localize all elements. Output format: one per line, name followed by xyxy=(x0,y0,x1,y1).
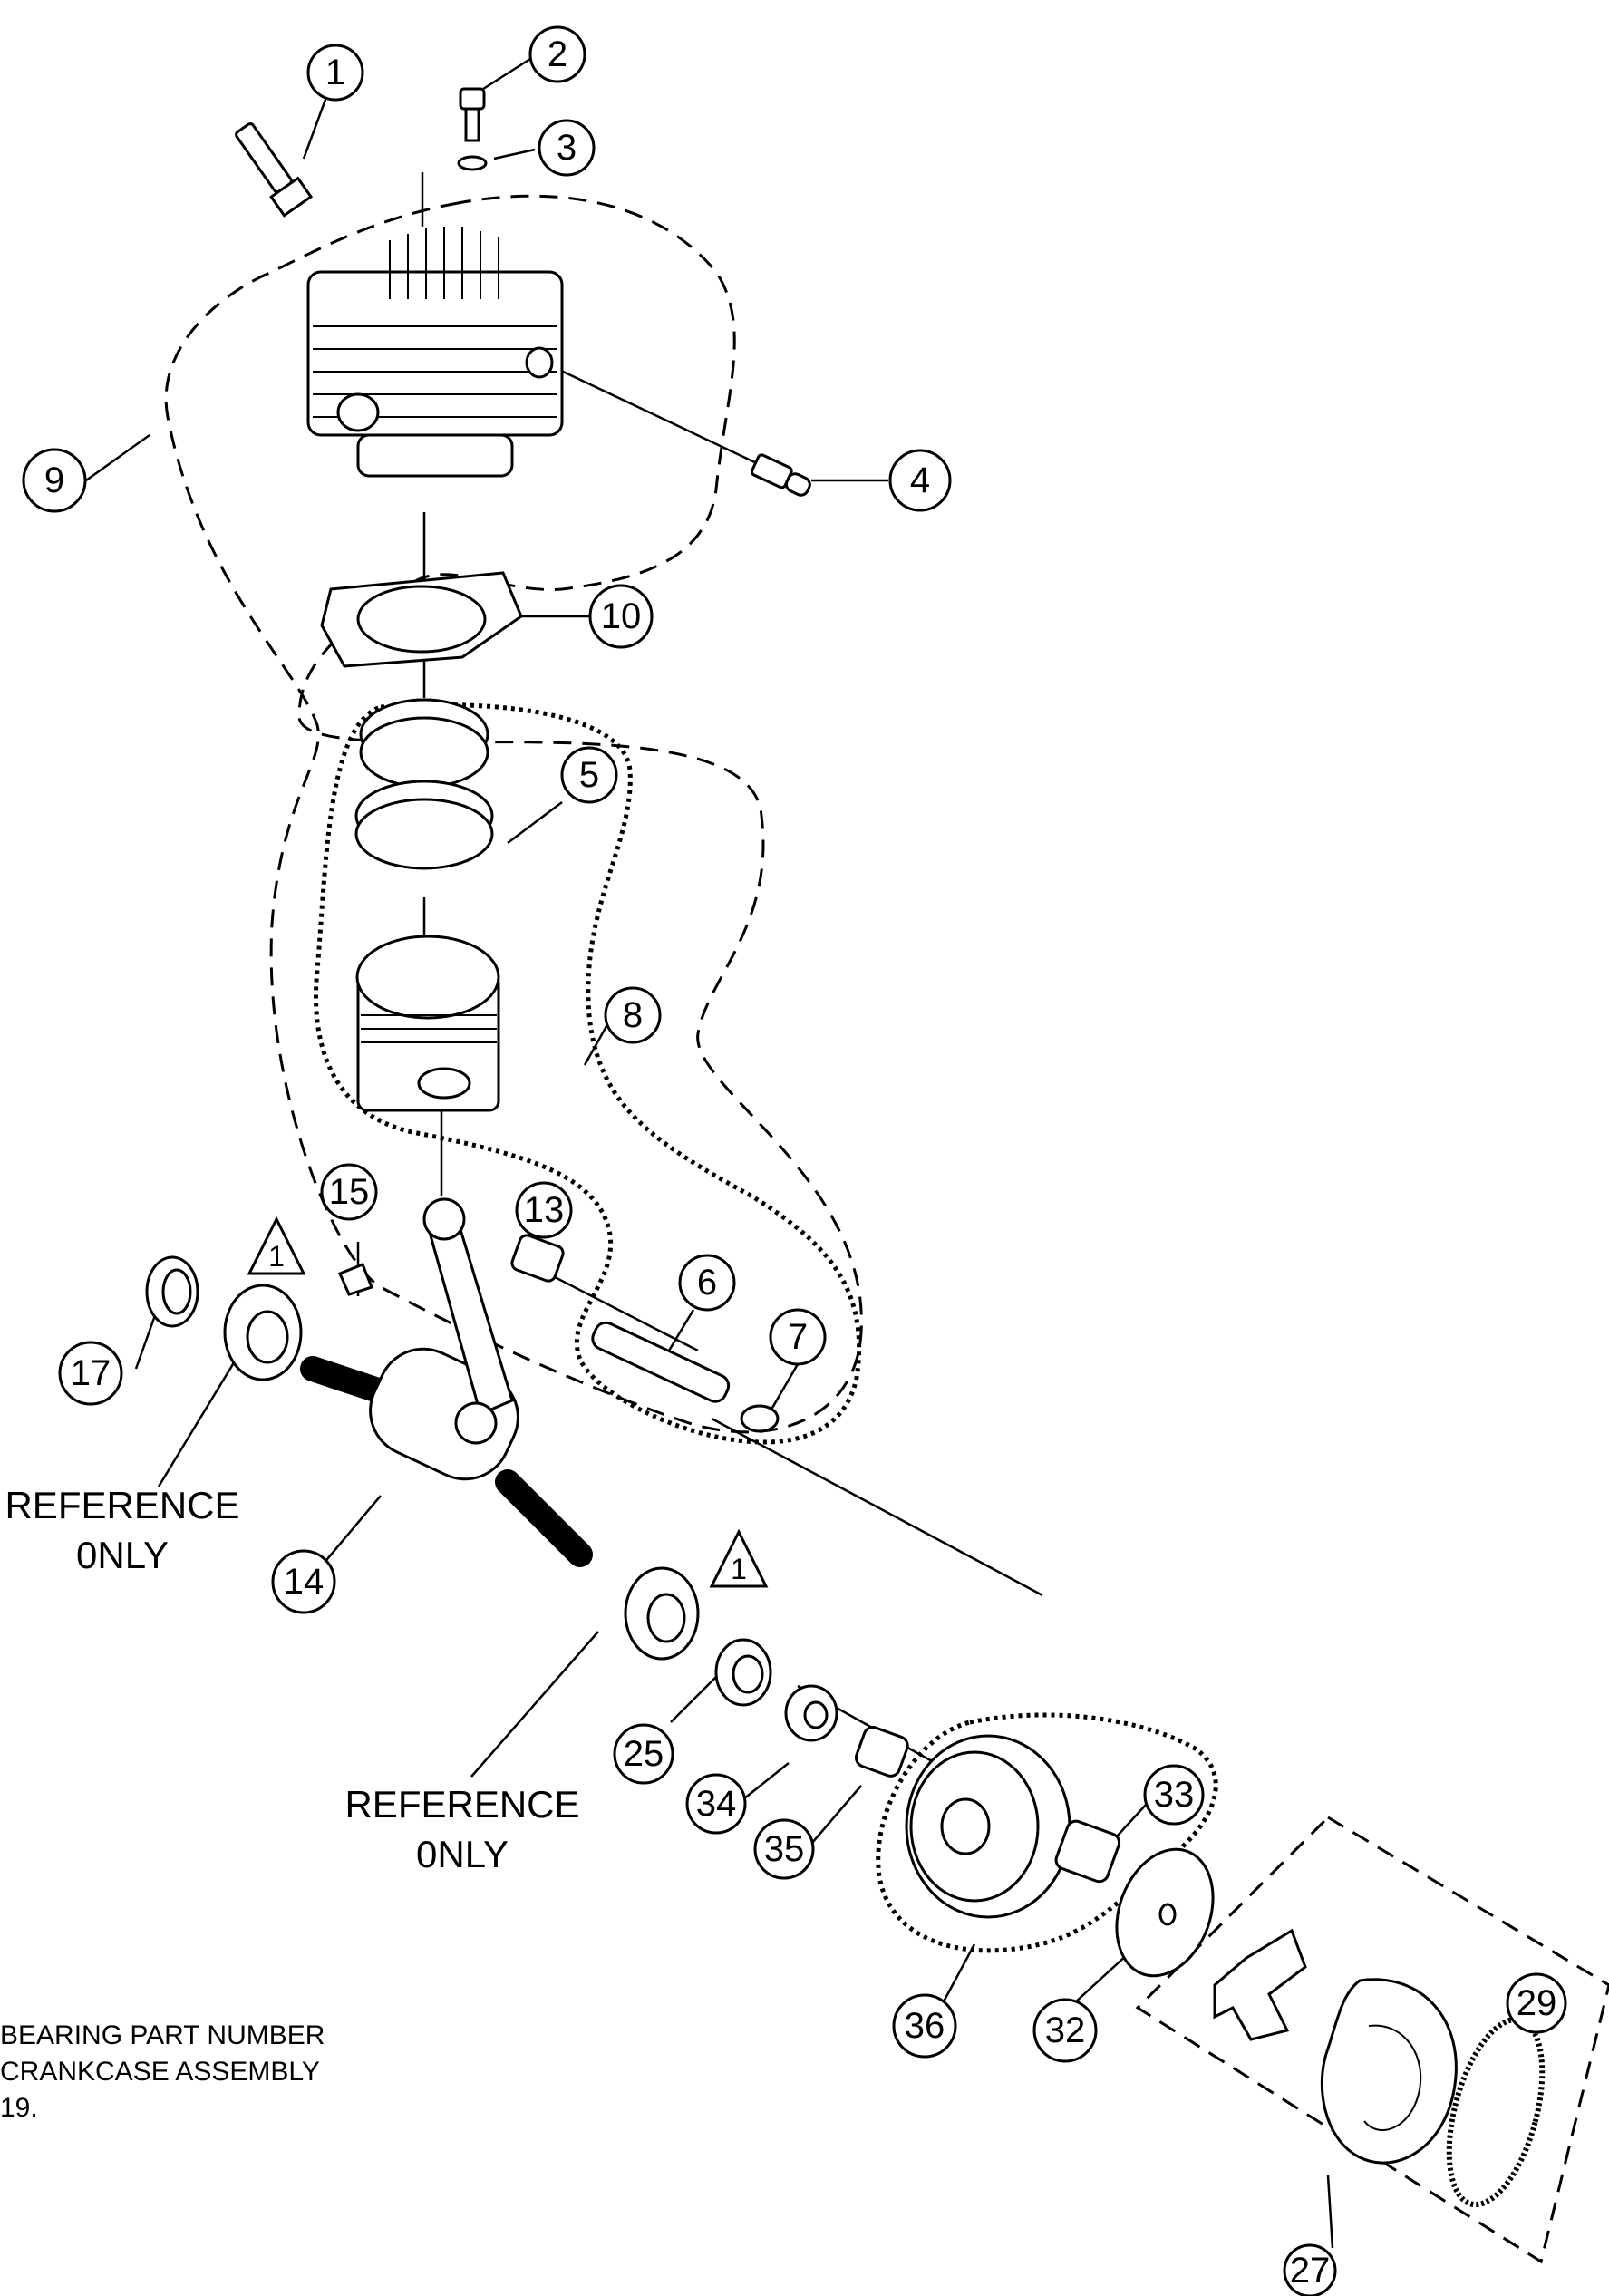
circlip-part xyxy=(740,1404,780,1433)
clutch-assembly-part xyxy=(1213,1928,1458,2165)
callout-7: 7 xyxy=(769,1308,827,1366)
svg-text:5: 5 xyxy=(579,755,599,795)
svg-text:1: 1 xyxy=(731,1553,747,1585)
callout-33: 33 xyxy=(1143,1764,1205,1826)
left-oil-seal-part xyxy=(145,1255,199,1328)
svg-text:9: 9 xyxy=(44,460,64,500)
group-outline-9 xyxy=(164,194,863,1434)
svg-text:1: 1 xyxy=(325,53,345,92)
callout-4: 4 xyxy=(888,449,952,512)
svg-text:34: 34 xyxy=(696,1784,737,1824)
svg-text:19.: 19. xyxy=(0,2093,38,2123)
reference-only-label-bottom: REFERENCE 0NLY xyxy=(344,1783,579,1875)
svg-text:6: 6 xyxy=(697,1263,717,1303)
callout-6: 6 xyxy=(678,1254,736,1312)
washer-part xyxy=(457,155,488,171)
callout-9: 9 xyxy=(22,448,87,513)
callout-35: 35 xyxy=(753,1818,815,1880)
piston-pin-part xyxy=(591,1321,731,1403)
clutch-drum-part xyxy=(905,1734,1071,1919)
crankshaft-part xyxy=(300,1197,593,1567)
svg-text:32: 32 xyxy=(1045,2010,1086,2050)
svg-text:29: 29 xyxy=(1517,1983,1557,2023)
callout-3: 3 xyxy=(538,119,596,177)
bearing-footnote: BEARING PART NUMBER CRANKCASE ASSEMBLY 1… xyxy=(0,2020,325,2123)
svg-text:4: 4 xyxy=(910,460,930,500)
callout-8: 8 xyxy=(604,986,662,1044)
svg-text:14: 14 xyxy=(284,1562,325,1602)
svg-text:25: 25 xyxy=(624,1734,664,1774)
svg-text:7: 7 xyxy=(788,1317,808,1357)
svg-text:36: 36 xyxy=(905,2006,945,2046)
svg-text:17: 17 xyxy=(71,1353,111,1393)
svg-text:15: 15 xyxy=(329,1172,370,1212)
screw-part xyxy=(459,87,486,142)
svg-text:REFERENCE: REFERENCE xyxy=(5,1484,239,1526)
svg-text:33: 33 xyxy=(1154,1775,1195,1815)
callout-14: 14 xyxy=(271,1549,336,1614)
warning-triangle-left: 1 xyxy=(247,1216,306,1275)
group-outline-8 xyxy=(314,702,862,1445)
svg-text:1: 1 xyxy=(268,1240,285,1273)
svg-text:35: 35 xyxy=(764,1829,805,1869)
svg-text:0NLY: 0NLY xyxy=(416,1833,509,1875)
gasket-part xyxy=(320,571,523,668)
svg-text:10: 10 xyxy=(601,596,642,636)
reference-only-label-left: REFERENCE 0NLY xyxy=(5,1484,239,1576)
callout-32: 32 xyxy=(1032,1998,1098,2063)
drum-needle-bearing-part xyxy=(1054,1819,1121,1884)
svg-text:13: 13 xyxy=(524,1190,565,1230)
piston-part xyxy=(355,935,500,1112)
clutch-washer-part xyxy=(1115,1847,1215,1978)
sleeve-part xyxy=(854,1726,909,1778)
key-part xyxy=(338,1263,373,1296)
callout-10: 10 xyxy=(588,584,654,649)
callout-27: 27 xyxy=(1283,2243,1337,2296)
callout-34: 34 xyxy=(685,1773,747,1835)
svg-text:3: 3 xyxy=(557,128,577,168)
decompression-valve-part xyxy=(750,453,811,497)
callout-13: 13 xyxy=(515,1181,573,1239)
piston-rings-part xyxy=(354,698,494,870)
leader-lines xyxy=(85,57,1533,2249)
callout-15: 15 xyxy=(320,1163,378,1221)
right-oil-seal-part xyxy=(714,1638,772,1707)
spark-plug-part xyxy=(235,122,314,218)
svg-text:27: 27 xyxy=(1290,2251,1331,2291)
svg-text:0NLY: 0NLY xyxy=(76,1534,169,1576)
callout-29: 29 xyxy=(1506,1972,1567,2034)
left-bearing-part xyxy=(223,1284,303,1381)
svg-text:REFERENCE: REFERENCE xyxy=(344,1783,579,1826)
svg-text:CRANKCASE ASSEMBLY: CRANKCASE ASSEMBLY xyxy=(0,2057,320,2087)
spacer-part xyxy=(784,1684,838,1742)
warning-triangle-right: 1 xyxy=(709,1528,769,1588)
callout-5: 5 xyxy=(560,746,618,804)
svg-text:2: 2 xyxy=(548,34,567,74)
callout-1: 1 xyxy=(306,44,364,102)
svg-text:8: 8 xyxy=(623,995,643,1035)
needle-bearing-part xyxy=(510,1234,565,1283)
right-bearing-part xyxy=(624,1566,700,1661)
svg-text:BEARING PART NUMBER: BEARING PART NUMBER xyxy=(0,2020,325,2050)
callout-36: 36 xyxy=(892,1993,957,2059)
cylinder-part xyxy=(306,227,564,478)
callout-17: 17 xyxy=(58,1341,123,1406)
callout-25: 25 xyxy=(613,1723,674,1785)
callout-2: 2 xyxy=(528,25,586,83)
